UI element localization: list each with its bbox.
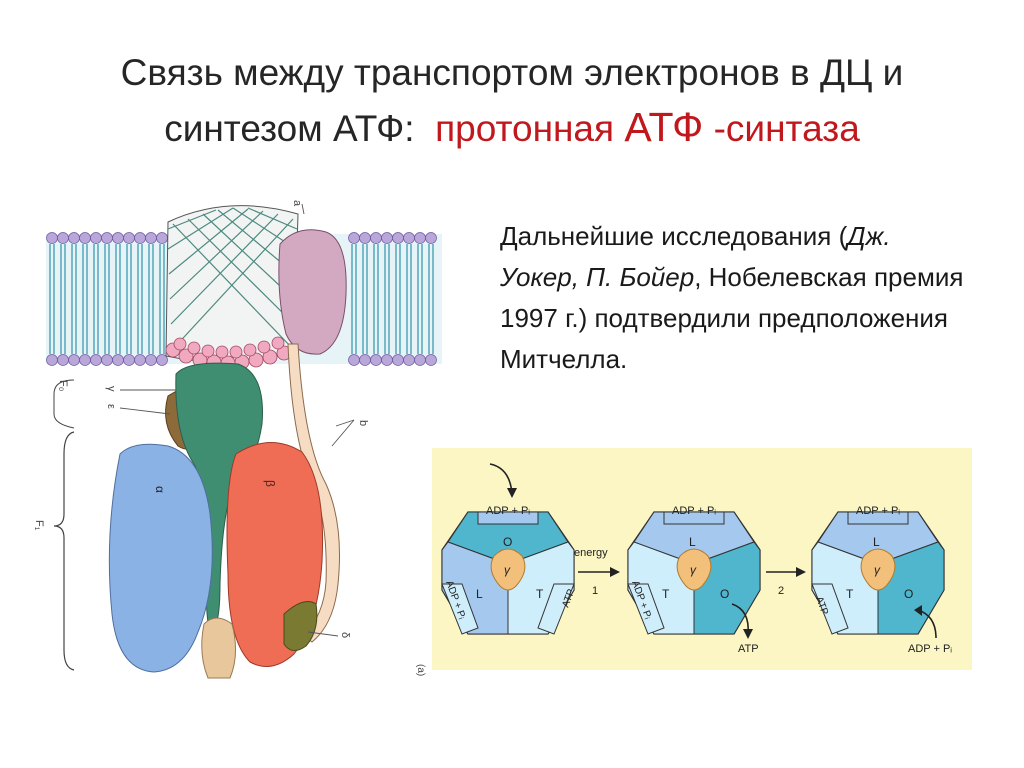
w3-o: O xyxy=(904,587,913,601)
label-lines xyxy=(119,203,355,637)
label-b: b xyxy=(357,420,369,426)
body-part-1: Дальнейшие исследования ( xyxy=(500,221,848,251)
title-line-1: Связь между транспортом электронов в ДЦ … xyxy=(120,52,904,93)
step-1-label: 1 xyxy=(592,585,598,597)
title-prefix: синтезом АТФ: xyxy=(164,108,415,149)
title-red-part-2: -синтаза xyxy=(713,108,860,149)
wheel-2 xyxy=(627,511,761,635)
label-f1: F₁ xyxy=(33,520,45,531)
subunit-delta xyxy=(283,601,318,651)
body-names: Дж. Уокер, П. Бойер xyxy=(500,221,891,292)
slide-title: Связь между транспортом электронов в ДЦ … xyxy=(40,46,984,156)
title-line-2: синтезом АТФ: протонная АТФ -синтаза xyxy=(40,100,984,156)
w2-gamma: γ xyxy=(690,563,697,577)
w3-gamma: γ xyxy=(874,563,881,577)
w1-gamma: γ xyxy=(504,563,511,577)
w3-adp: ADP + Pᵢ xyxy=(856,505,900,517)
c-ring-f0 xyxy=(165,205,299,371)
wheel-3 xyxy=(811,511,945,635)
label-a: a xyxy=(291,200,303,207)
body-text: Дальнейшие исследования (Дж. Уокер, П. Б… xyxy=(500,216,970,380)
wheel-1 xyxy=(441,511,575,635)
label-beta: β xyxy=(263,480,277,487)
label-alpha: α xyxy=(153,486,167,493)
w1-t: T xyxy=(536,587,544,601)
atp-out-label: ATP xyxy=(738,643,759,655)
w2-t: T xyxy=(662,587,670,601)
w2-o: O xyxy=(720,587,729,601)
title-red-atp: АТФ xyxy=(624,104,704,150)
w1-l: L xyxy=(476,587,483,601)
body-part-2: , Нобелевская премия 1997 г.) подтвердил… xyxy=(500,262,964,374)
w3-l: L xyxy=(873,535,880,549)
subunit-alpha xyxy=(108,443,213,673)
label-epsilon: ε xyxy=(105,404,117,409)
w1-o: O xyxy=(503,535,512,549)
step-2-label: 2 xyxy=(778,585,784,597)
subunit-a xyxy=(278,229,347,355)
label-delta: δ xyxy=(339,632,351,638)
adp-in-label: ADP + Pᵢ xyxy=(908,643,952,655)
atp-synthase-structure-figure: a F₀ γ ε b α β F₁ δ (a) xyxy=(33,200,442,679)
w2-l: L xyxy=(689,535,696,549)
title-red-part-1: протонная xyxy=(435,108,615,149)
f1-bracket xyxy=(53,431,75,671)
label-f0: F₀ xyxy=(57,380,69,391)
energy-label: energy xyxy=(574,547,608,559)
w2-adp: ADP + Pᵢ xyxy=(672,505,716,517)
label-gamma: γ xyxy=(105,386,117,392)
binding-change-figure: ADP + Pᵢ O γ L T ADP + Pᵢ ATP energy 1 A… xyxy=(432,448,972,670)
w3-t: T xyxy=(846,587,854,601)
f0-bracket xyxy=(53,379,75,429)
bottom-subunit xyxy=(201,617,236,679)
label-panel: (a) xyxy=(415,664,426,676)
w1-adp: ADP + Pᵢ xyxy=(486,505,530,517)
